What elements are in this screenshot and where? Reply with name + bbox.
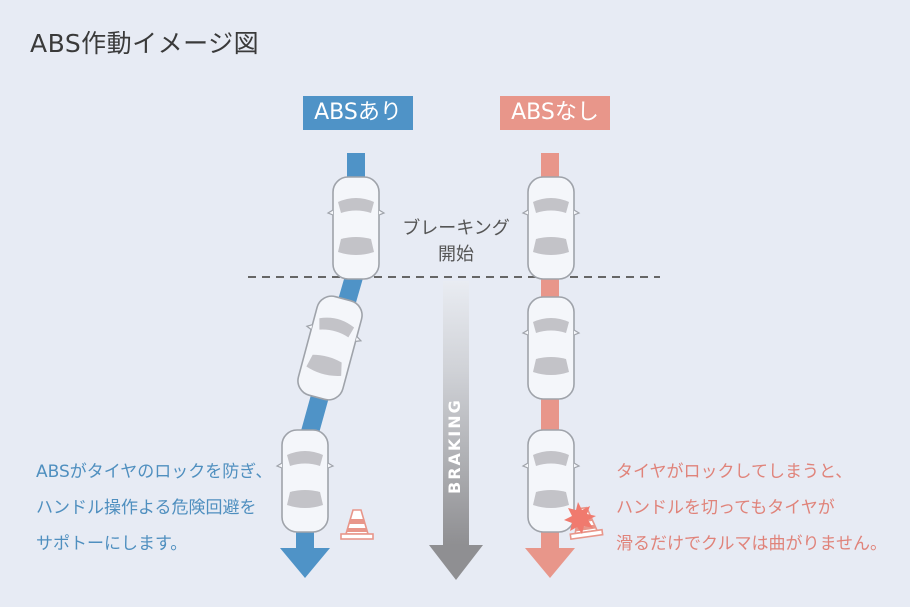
- note-line: ハンドル操作よる危険回避を: [36, 498, 257, 518]
- braking-start-line2: 開始: [438, 244, 474, 265]
- impact-burst-icon: [564, 502, 596, 534]
- note-line: タイヤがロックしてしまうと、: [616, 462, 853, 482]
- braking-arrow: [429, 281, 483, 580]
- without-abs-badge: ABSなし: [500, 96, 610, 130]
- note-line: ハンドルを切ってもタイヤが: [616, 498, 835, 518]
- car-icon: [327, 176, 385, 280]
- note-line: サポトーにします。: [36, 534, 188, 554]
- braking-label: BRAKING: [445, 398, 465, 494]
- braking-start-line1: ブレーキング: [402, 218, 510, 239]
- with-abs-badge: ABSあり: [303, 96, 413, 130]
- car-icon: [522, 176, 580, 280]
- car-icon: [276, 429, 334, 533]
- traffic-cone-icon: [340, 509, 374, 540]
- car-icon: [522, 296, 580, 400]
- braking-start-label: ブレーキング 開始: [388, 216, 524, 268]
- page-title: ABS作動イメージ図: [30, 29, 260, 58]
- note-line: ABSがタイヤのロックを防ぎ、: [36, 462, 273, 482]
- car-icon: [288, 290, 372, 406]
- note-line: 滑るだけでクルマは曲がりません。: [616, 534, 887, 554]
- without-abs-note: タイヤがロックしてしまうと、 ハンドルを切ってもタイヤが 滑るだけでクルマは曲が…: [616, 454, 887, 562]
- with-abs-note: ABSがタイヤのロックを防ぎ、 ハンドル操作よる危険回避を サポトーにします。: [36, 454, 272, 562]
